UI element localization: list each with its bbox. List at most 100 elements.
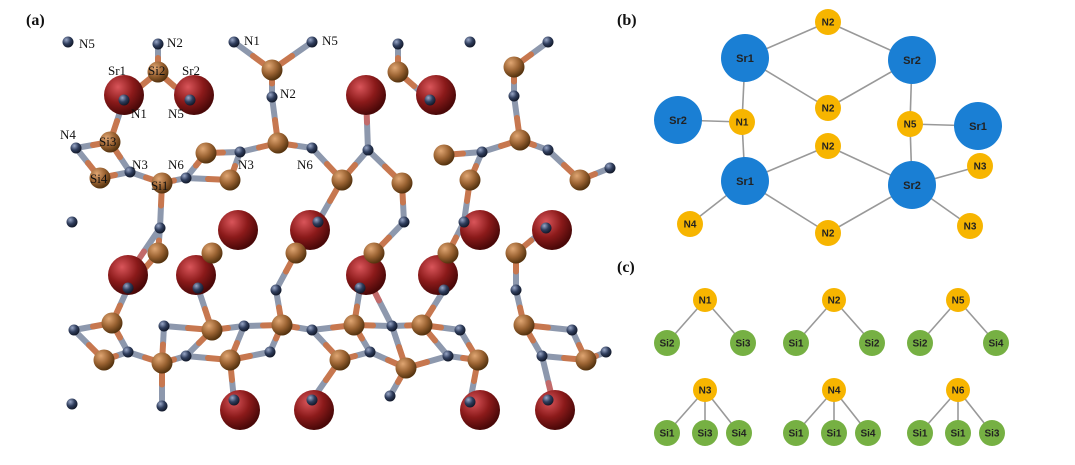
n-node-circle	[815, 133, 841, 159]
n-atom	[464, 396, 476, 408]
n-atom	[600, 346, 612, 358]
n-atom	[566, 324, 578, 336]
node-label: Sr2	[669, 115, 687, 127]
atom-label: N5	[322, 33, 338, 48]
n-node: N2	[815, 133, 841, 159]
si-atom	[261, 59, 283, 81]
node-label: Sr1	[736, 53, 754, 65]
n-atom	[238, 320, 250, 332]
si-node-circle	[855, 420, 881, 446]
n-atom	[266, 91, 278, 103]
n-atom	[118, 94, 130, 106]
n-node-circle	[822, 288, 846, 312]
si-atom	[395, 357, 417, 379]
n-node-circle	[815, 220, 841, 246]
n-atom	[234, 146, 246, 158]
atom-label: N1	[244, 33, 260, 48]
si-atom	[569, 169, 591, 191]
n-atom	[392, 38, 404, 50]
si-atom	[513, 314, 535, 336]
si-node-label: Si4	[860, 429, 875, 440]
n-node-circle	[897, 111, 923, 137]
si-atom	[387, 61, 409, 83]
si-node-circle	[730, 330, 756, 356]
si-node-label: Si1	[912, 429, 927, 440]
si-atom	[331, 169, 353, 191]
n-atom	[306, 324, 318, 336]
si-node-label: Si1	[788, 429, 803, 440]
sr-atom	[294, 390, 334, 430]
node-label: N1	[736, 118, 749, 129]
si-node-label: Si4	[731, 429, 746, 440]
n-atom	[362, 144, 374, 156]
si-node-label: Si3	[984, 429, 999, 440]
atom-label: N4	[60, 127, 76, 142]
sr-node: Sr2	[654, 96, 702, 144]
atom-label: N6	[168, 157, 184, 172]
si-atom	[433, 144, 455, 166]
n-atom	[306, 36, 318, 48]
sr-atom	[460, 210, 500, 250]
crystal-structure: N5 N2 N1 N5 Sr1 Si2 Sr2 N2 N1 N5 N4 Si3 …	[60, 33, 616, 430]
si-atom	[151, 352, 173, 374]
sr-node: Sr1	[721, 157, 769, 205]
n-atom	[540, 222, 552, 234]
si-node-circle	[945, 420, 971, 446]
n-atom	[192, 282, 204, 294]
si-atom	[343, 314, 365, 336]
node-label: Sr2	[903, 180, 921, 192]
node-label: N2	[822, 104, 835, 115]
n-atom	[536, 350, 548, 362]
n-node-circle	[729, 109, 755, 135]
sr-node-circle	[721, 34, 769, 82]
n-node: N5	[897, 111, 923, 137]
n-atom	[228, 36, 240, 48]
si-node-circle	[783, 330, 809, 356]
n-node-circle	[815, 9, 841, 35]
sr-node-circle	[888, 161, 936, 209]
si-atom	[411, 314, 433, 336]
panel-b-label: (b)	[617, 12, 637, 29]
n-node-circle	[822, 378, 846, 402]
sr-node-circle	[721, 157, 769, 205]
sr-atom	[174, 75, 214, 115]
si-atom	[509, 129, 531, 151]
n-atom	[152, 38, 164, 50]
sr-node-circle	[888, 36, 936, 84]
sr-atom	[176, 255, 216, 295]
n-atom	[66, 398, 78, 410]
sr-atom	[218, 210, 258, 250]
si-node-circle	[726, 420, 752, 446]
si-atom	[93, 349, 115, 371]
n-atom	[604, 162, 616, 174]
atom-label: Si3	[99, 134, 116, 149]
n-node-label: N1	[699, 296, 712, 307]
n-node: N1	[729, 109, 755, 135]
si-node-circle	[654, 420, 680, 446]
structure-labels: N5 N2 N1 N5 Sr1 Si2 Sr2 N2 N1 N5 N4 Si3 …	[60, 33, 338, 193]
sr-node: Sr2	[888, 36, 936, 84]
n-atom	[270, 284, 282, 296]
si-node-label: Si3	[735, 339, 750, 350]
n-node-label: N3	[699, 386, 712, 397]
n-atom	[354, 282, 366, 294]
n-atom	[424, 94, 436, 106]
sr-atom	[535, 390, 575, 430]
n-node: N2	[815, 9, 841, 35]
n-atom	[180, 350, 192, 362]
n-atom	[306, 394, 318, 406]
si-atom	[201, 319, 223, 341]
panel-a-label: (a)	[26, 12, 45, 29]
sr-node-circle	[954, 102, 1002, 150]
n-atom	[62, 36, 74, 48]
si-atom	[219, 349, 241, 371]
sr-atom	[460, 390, 500, 430]
n-node-label: N5	[952, 296, 965, 307]
n-node-label: N4	[828, 386, 841, 397]
n-atom	[154, 222, 166, 234]
